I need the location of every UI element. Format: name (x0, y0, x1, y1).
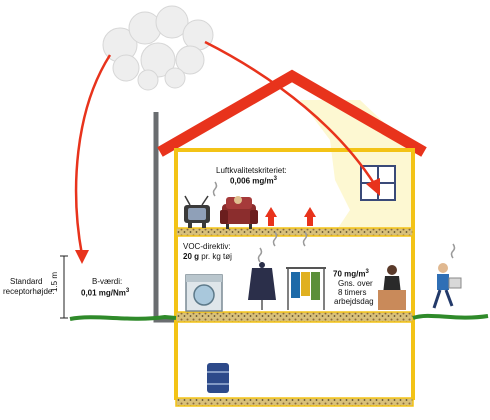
air-quality-unit-sup: 3 (273, 176, 277, 182)
barrel-icon (207, 363, 229, 393)
b-value-title: B-værdi: (92, 277, 123, 286)
floor-middle (175, 311, 414, 323)
chimney-pipe (153, 112, 178, 323)
air-quality-value-line: 0,006 mg/m3 (230, 175, 277, 186)
arrow-head-down (75, 250, 89, 264)
standard-label-line-2: receptorhøjde: (3, 287, 55, 296)
ground-line-right (412, 313, 489, 320)
coat-icon (248, 262, 276, 310)
emission-arrows (74, 40, 377, 256)
delivery-man-icon (432, 263, 462, 309)
clothes-rack-icon (286, 267, 326, 310)
smoke-cloud (102, 5, 214, 91)
ground-line (69, 314, 177, 321)
tv-icon (184, 195, 210, 228)
air-quality-value: 0,006 mg/m (230, 176, 274, 186)
floor-basement (175, 397, 414, 407)
floor-upper (175, 227, 414, 237)
concentration-unit-sup: 3 (365, 269, 369, 275)
window (360, 165, 396, 201)
upward-arrows (265, 207, 316, 226)
b-value-line: 0,01 mg/Nm3 (81, 287, 129, 298)
b-value: 0,01 mg/Nm (81, 288, 126, 298)
voc-title: VOC-direktiv: (183, 242, 231, 251)
armchair-icon (220, 196, 258, 229)
voc-value-line: 20 g pr. kg tøj (183, 252, 232, 261)
washing-machine-icon (185, 274, 223, 312)
roof (157, 69, 427, 157)
height-label: 1.5 m (50, 271, 59, 292)
house-walls (174, 148, 415, 400)
voc-value: 20 g (183, 252, 200, 261)
concentration-value-line: 70 mg/m3 (333, 268, 369, 279)
voc-rest: pr. kg tøj (199, 252, 232, 261)
concentration-value: 70 mg/m (333, 269, 366, 279)
height-marker (60, 255, 68, 319)
fume-squiggles (212, 181, 456, 263)
worker-icon (378, 265, 406, 310)
concentration-line-4: arbejdsdag (334, 297, 374, 306)
air-quality-title: Luftkvalitetskriteriet: (216, 166, 287, 175)
arrow-head-window (366, 178, 380, 196)
concentration-line-2: Gns. over (338, 279, 373, 288)
b-value-unit-sup: 3 (125, 288, 130, 294)
standard-label-line-1: Standard (10, 277, 43, 286)
concentration-line-3: 8 timers (338, 288, 367, 297)
